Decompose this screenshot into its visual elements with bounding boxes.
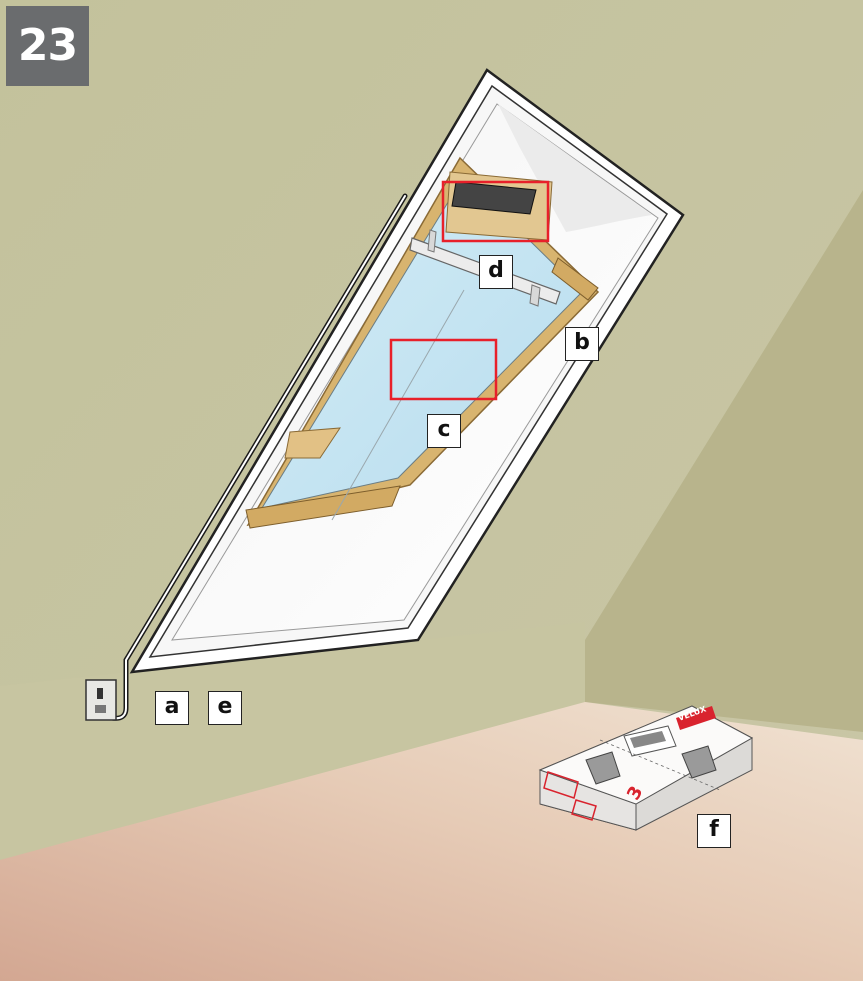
callout-f: f xyxy=(697,814,731,848)
callout-e: e xyxy=(208,691,242,725)
wall-socket xyxy=(86,680,116,720)
callout-d: d xyxy=(479,255,513,289)
step-number-badge: 23 xyxy=(6,6,89,86)
callout-a: a xyxy=(155,691,189,725)
callout-b: b xyxy=(565,327,599,361)
callout-c: c xyxy=(427,414,461,448)
